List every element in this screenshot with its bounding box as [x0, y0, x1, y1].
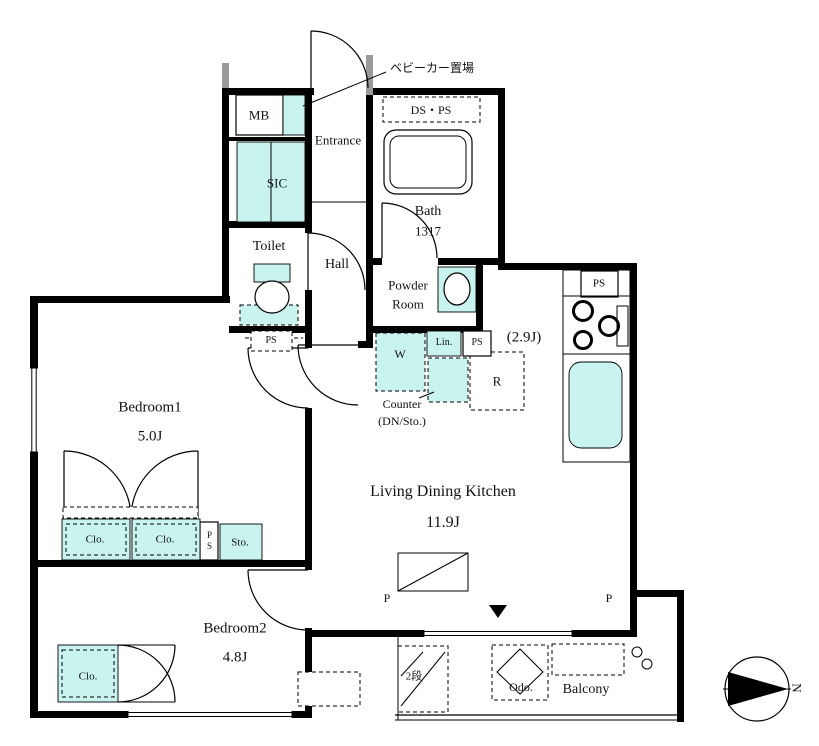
label-ps-toilet: PS: [265, 335, 277, 346]
counter-storage: [418, 357, 469, 403]
doors: [62, 30, 438, 703]
label-bath-size: 1317: [415, 223, 441, 239]
label-ps-kitchen: PS: [592, 277, 606, 290]
label-linen: Lin.: [435, 337, 453, 348]
label-meter-box: MB: [248, 107, 270, 123]
label-bedroom1: Bedroom1: [118, 399, 182, 416]
wash-basin: [437, 266, 477, 313]
label-powder-room-2: Room: [392, 296, 424, 312]
label-toilet: Toilet: [252, 239, 286, 254]
bathtub: [382, 96, 481, 195]
label-refrigerator: R: [492, 373, 502, 389]
kitchen-counter: [562, 269, 631, 463]
shoe-closet: [236, 141, 306, 223]
label-balcony: Balcony: [562, 682, 610, 697]
windows: [30, 367, 573, 718]
bedroom2-closet: [57, 644, 361, 707]
label-bedroom2: Bedroom2: [203, 620, 267, 637]
pipe-spaces: [199, 270, 619, 561]
bedroom1-closets: [61, 518, 263, 561]
balcony-items: [395, 637, 684, 721]
label-entrance: Entrance: [314, 132, 362, 148]
label-north: N: [789, 683, 805, 693]
label-ps-powder: PS: [471, 337, 483, 348]
label-storage: Sto.: [231, 536, 249, 549]
label-bath: Bath: [414, 204, 442, 219]
label-ps-bedroom1: PS: [204, 530, 215, 552]
meter-box: [235, 94, 284, 136]
label-ldk: Living Dining Kitchen: [370, 483, 516, 500]
refrigerator-space: [469, 351, 525, 411]
label-kitchen-size: (2.9J): [506, 329, 542, 346]
label-bedroom2-size: 4.8J: [222, 649, 248, 666]
toilet-fixture: [239, 263, 299, 352]
linen-cabinet: [426, 330, 462, 357]
label-pillar-left: P: [383, 591, 391, 605]
label-counter-1: Counter: [382, 397, 422, 411]
label-shoe-closet: SIC: [266, 175, 288, 191]
label-two-tier: 2段: [405, 670, 423, 683]
label-hall: Hall: [324, 257, 350, 272]
label-stroller-space: ベビーカー置場: [389, 61, 475, 75]
label-pillar-right: P: [605, 591, 613, 605]
washer-space: [375, 332, 426, 392]
label-odo: Odo.: [509, 680, 533, 694]
stroller-space: [282, 71, 387, 136]
label-washer: W: [394, 347, 406, 361]
north-compass: [723, 656, 791, 722]
label-closet-2: Clo.: [155, 533, 175, 546]
label-closet-1: Clo.: [85, 533, 105, 546]
label-counter-2: (DN/Sto.): [378, 414, 426, 428]
label-powder-room-1: Powder: [388, 277, 428, 293]
label-closet-3: Clo.: [78, 670, 98, 683]
label-bedroom1-size: 5.0J: [137, 428, 163, 445]
label-ds-ps: DS・PS: [410, 103, 452, 117]
ldk-table: [397, 552, 507, 618]
label-ldk-size: 11.9J: [426, 514, 460, 531]
